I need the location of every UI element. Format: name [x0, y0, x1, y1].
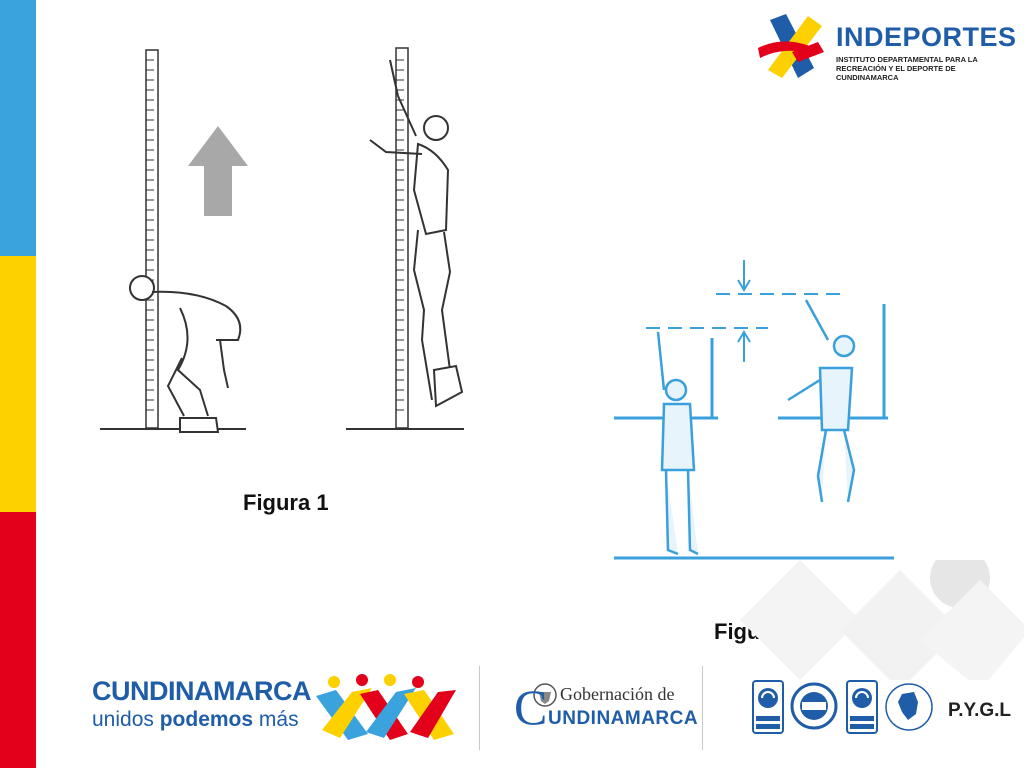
figure-1-illustration: [100, 47, 464, 433]
coat-of-arms-icon: [533, 683, 557, 707]
cundinamarca-mark-icon: [316, 674, 456, 740]
cundinamarca-logo: CUNDINAMARCA unidos podemos más: [92, 676, 312, 736]
reaching-athlete: [656, 331, 699, 556]
measuring-pole-left: [145, 49, 159, 429]
figure-1-caption: Figura 1: [243, 490, 329, 515]
cundinamarca-title: CUNDINAMARCA: [92, 676, 311, 706]
jumping-athlete-blue: [787, 299, 856, 503]
up-arrow-icon: [188, 126, 248, 216]
stripe-red: [0, 512, 36, 768]
jumping-athlete: [369, 59, 464, 408]
gobernacion-line-2: UNDINAMARCA: [548, 708, 699, 729]
cundinamarca-slogan: unidos podemos más: [92, 708, 299, 732]
author-initials: P.Y.G.L: [948, 700, 1012, 721]
gobernacion-initial: C: [514, 679, 548, 735]
indeportes-emblem-icon: [758, 14, 824, 78]
iso-9001-badge-icon: [752, 680, 784, 734]
indeportes-title: INDEPORTES: [836, 22, 1017, 52]
stripe-yellow: [0, 256, 36, 512]
footer-divider: [702, 666, 703, 750]
colombia-map-seal-icon: [885, 683, 933, 731]
figure-2-illustration: [614, 260, 894, 560]
gobernacion-logo: Gobernación de C UNDINAMARCA: [514, 679, 698, 736]
stripe-blue: [0, 0, 36, 256]
measuring-pole-right: [395, 47, 409, 429]
gobernacion-line-1: Gobernación de: [560, 684, 675, 704]
crouching-athlete: [129, 275, 242, 433]
certification-badges: [752, 680, 942, 736]
indeportes-logo: INDEPORTES INSTITUTO DEPARTAMENTAL PARA …: [752, 8, 1016, 88]
indeportes-subtitle: INSTITUTO DEPARTAMENTAL PARA LA RECREACI…: [836, 55, 978, 82]
ntcgp-1000-badge-icon: [846, 680, 878, 734]
footer-divider: [479, 666, 480, 750]
slogan-part-2: más: [253, 708, 299, 731]
iqnet-badge-icon: [790, 682, 838, 730]
slogan-part-1: unidos: [92, 708, 160, 731]
decorative-background: [740, 560, 1024, 680]
slogan-bold: podemos: [159, 708, 254, 731]
